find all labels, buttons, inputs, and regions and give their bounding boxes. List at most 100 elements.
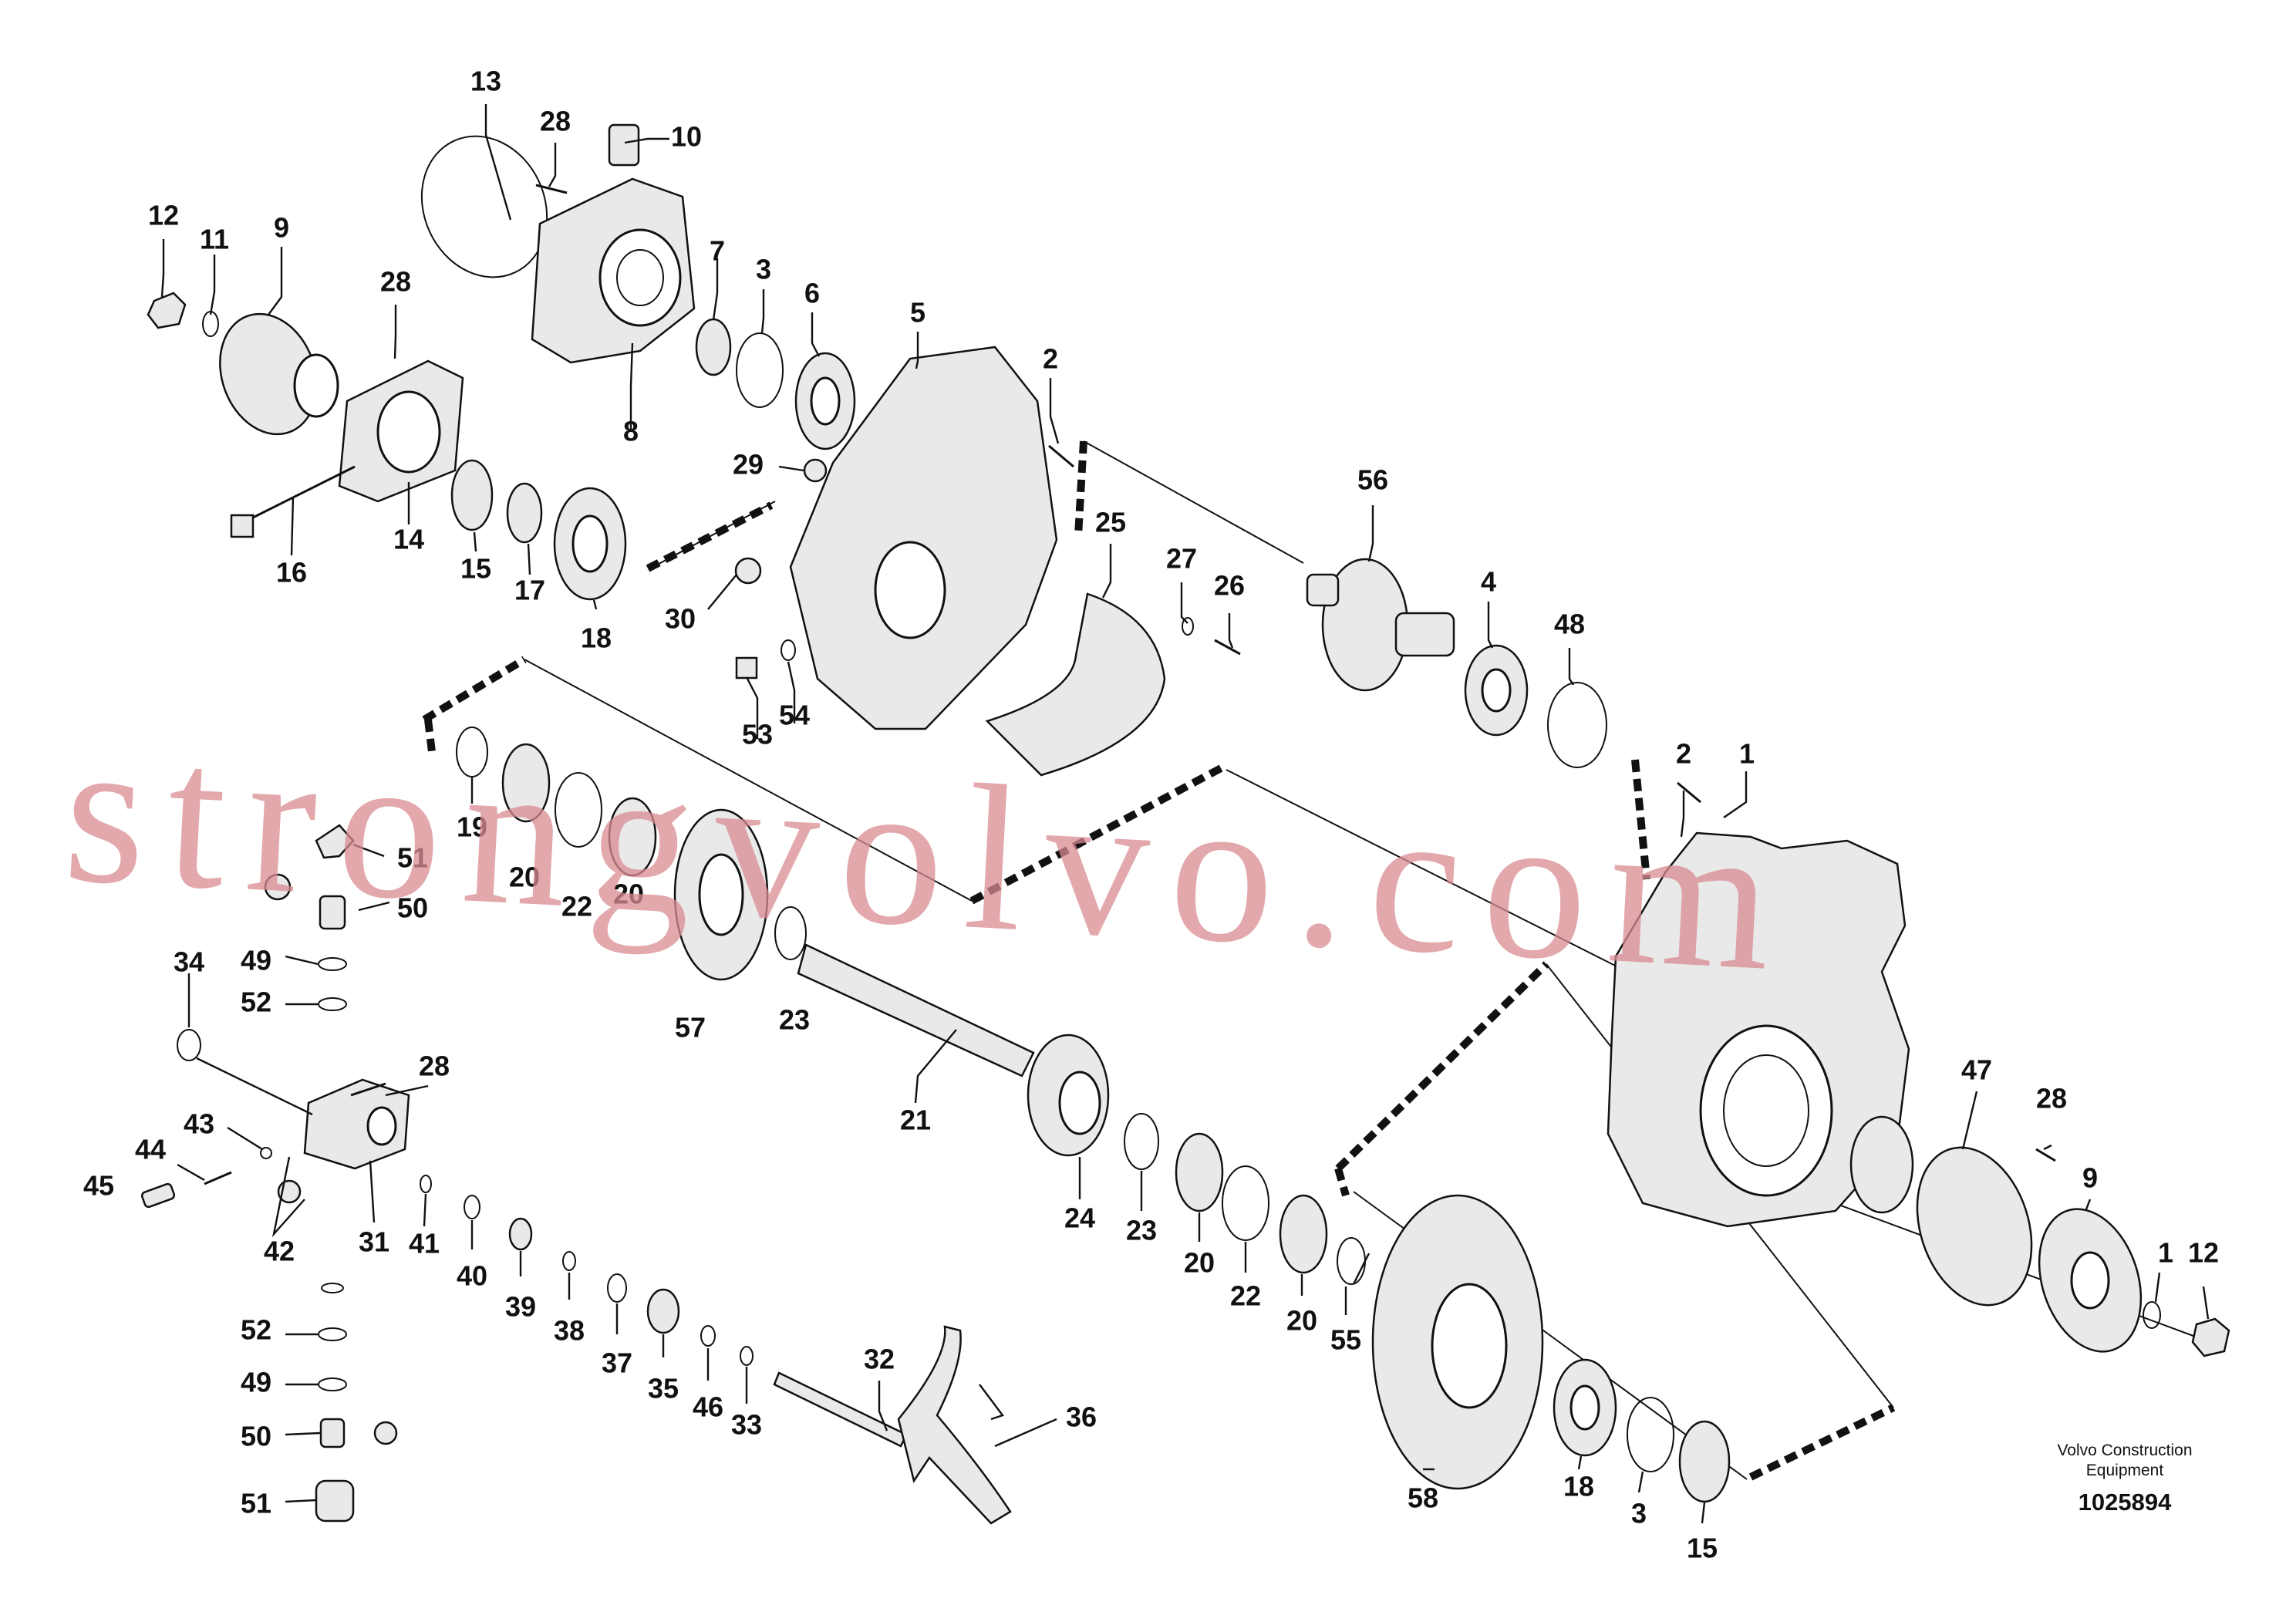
callout-27: 27 xyxy=(1166,543,1197,575)
callout-50: 50 xyxy=(397,892,428,924)
shaft-21 xyxy=(797,943,1035,1077)
callout-53: 53 xyxy=(742,719,773,750)
callout-6: 6 xyxy=(804,278,820,309)
callout-10: 10 xyxy=(671,121,702,153)
callout-32: 32 xyxy=(864,1344,895,1375)
callout-24: 24 xyxy=(1064,1202,1095,1234)
callout-8: 8 xyxy=(623,416,639,447)
nut-12-right xyxy=(2191,1317,2230,1357)
callout-42: 42 xyxy=(264,1236,295,1267)
callout-56: 56 xyxy=(1357,464,1388,496)
bearing-17 xyxy=(506,482,543,544)
callout-22: 22 xyxy=(1230,1280,1261,1312)
callout-49: 49 xyxy=(241,945,271,976)
callout-9: 9 xyxy=(2082,1162,2098,1194)
callout-9: 9 xyxy=(274,212,289,244)
callout-29: 29 xyxy=(733,449,764,481)
callout-52: 52 xyxy=(241,986,271,1018)
callout-30: 30 xyxy=(665,603,696,635)
callout-38: 38 xyxy=(554,1315,585,1347)
plug-10 xyxy=(608,123,640,167)
callout-17: 17 xyxy=(514,575,545,606)
callout-37: 37 xyxy=(602,1347,632,1379)
callout-3: 3 xyxy=(756,254,771,285)
callout-48: 48 xyxy=(1554,609,1585,640)
seal-47 xyxy=(1849,1115,1914,1214)
callout-12: 12 xyxy=(2188,1237,2219,1269)
callout-51: 51 xyxy=(397,842,428,874)
callout-31: 31 xyxy=(359,1226,389,1258)
valve-block-31 xyxy=(303,1078,410,1170)
o-ring-13 xyxy=(420,135,548,278)
drawing-number: 1025894 xyxy=(2079,1489,2172,1516)
shift-fork-36 xyxy=(897,1325,1012,1525)
callout-22: 22 xyxy=(561,891,592,922)
callout-13: 13 xyxy=(470,66,501,97)
callout-51: 51 xyxy=(241,1488,271,1519)
callout-2: 2 xyxy=(1676,738,1691,770)
callout-20: 20 xyxy=(613,878,644,910)
callout-54: 54 xyxy=(779,700,810,731)
callout-5: 5 xyxy=(910,297,925,329)
callout-18: 18 xyxy=(581,622,612,654)
callout-18: 18 xyxy=(1563,1471,1594,1502)
callout-20: 20 xyxy=(1184,1247,1215,1279)
callout-20: 20 xyxy=(1286,1305,1317,1337)
callout-21: 21 xyxy=(900,1104,931,1136)
callout-1: 1 xyxy=(2158,1237,2173,1269)
callout-43: 43 xyxy=(184,1108,214,1140)
fork-shaft-32 xyxy=(773,1371,908,1448)
callout-15: 15 xyxy=(460,553,491,585)
callout-40: 40 xyxy=(457,1260,487,1292)
callout-35: 35 xyxy=(648,1373,679,1404)
callout-44: 44 xyxy=(135,1134,166,1165)
callout-57: 57 xyxy=(675,1012,706,1044)
callout-12: 12 xyxy=(148,200,179,231)
seal-7 xyxy=(695,318,732,376)
nut-12-left xyxy=(147,292,187,329)
callout-47: 47 xyxy=(1961,1054,1992,1086)
housing-5 xyxy=(789,346,1058,730)
callout-28: 28 xyxy=(380,266,411,298)
brand-line-2: Equipment xyxy=(2086,1462,2164,1479)
callout-1: 1 xyxy=(1739,738,1755,770)
callout-19: 19 xyxy=(457,811,487,843)
callout-2: 2 xyxy=(1043,343,1058,375)
callout-50: 50 xyxy=(241,1421,271,1452)
guard-25 xyxy=(985,592,1166,777)
callout-36: 36 xyxy=(1066,1401,1097,1433)
callout-28: 28 xyxy=(2036,1083,2067,1114)
callout-11: 11 xyxy=(200,224,229,255)
callout-23: 23 xyxy=(779,1004,810,1036)
callout-55: 55 xyxy=(1330,1324,1361,1356)
ring-48 xyxy=(1547,682,1607,768)
callout-28: 28 xyxy=(419,1050,450,1082)
parts xyxy=(140,123,2230,1525)
callout-3: 3 xyxy=(1631,1498,1647,1529)
callout-20: 20 xyxy=(509,862,540,893)
callout-25: 25 xyxy=(1095,507,1126,538)
brand-line-1: Volvo Construction xyxy=(2057,1442,2192,1459)
callout-16: 16 xyxy=(276,557,307,588)
seal-15 xyxy=(450,459,494,531)
callout-58: 58 xyxy=(1408,1482,1438,1514)
callout-52: 52 xyxy=(241,1314,271,1346)
callout-39: 39 xyxy=(505,1291,536,1323)
callout-28: 28 xyxy=(540,106,571,137)
leader-lines xyxy=(160,104,2210,1524)
footer-block: Volvo Construction Equipment 1025894 xyxy=(2057,1442,2192,1516)
callout-labels: 1 1 2 2 3 3 4 5 6 7 8 9 9 10 11 12 12 13… xyxy=(83,66,2219,1564)
callout-33: 33 xyxy=(731,1409,762,1441)
ring-3-top xyxy=(736,332,784,408)
callout-49: 49 xyxy=(241,1367,271,1398)
callout-7: 7 xyxy=(710,235,725,267)
callout-15: 15 xyxy=(1687,1533,1718,1564)
callout-46: 46 xyxy=(693,1391,723,1423)
flange-9-right xyxy=(1916,1146,2033,1307)
callout-14: 14 xyxy=(393,524,424,555)
callout-26: 26 xyxy=(1214,570,1245,602)
callout-23: 23 xyxy=(1126,1215,1157,1246)
callout-4: 4 xyxy=(1481,566,1496,598)
callout-41: 41 xyxy=(409,1228,440,1259)
